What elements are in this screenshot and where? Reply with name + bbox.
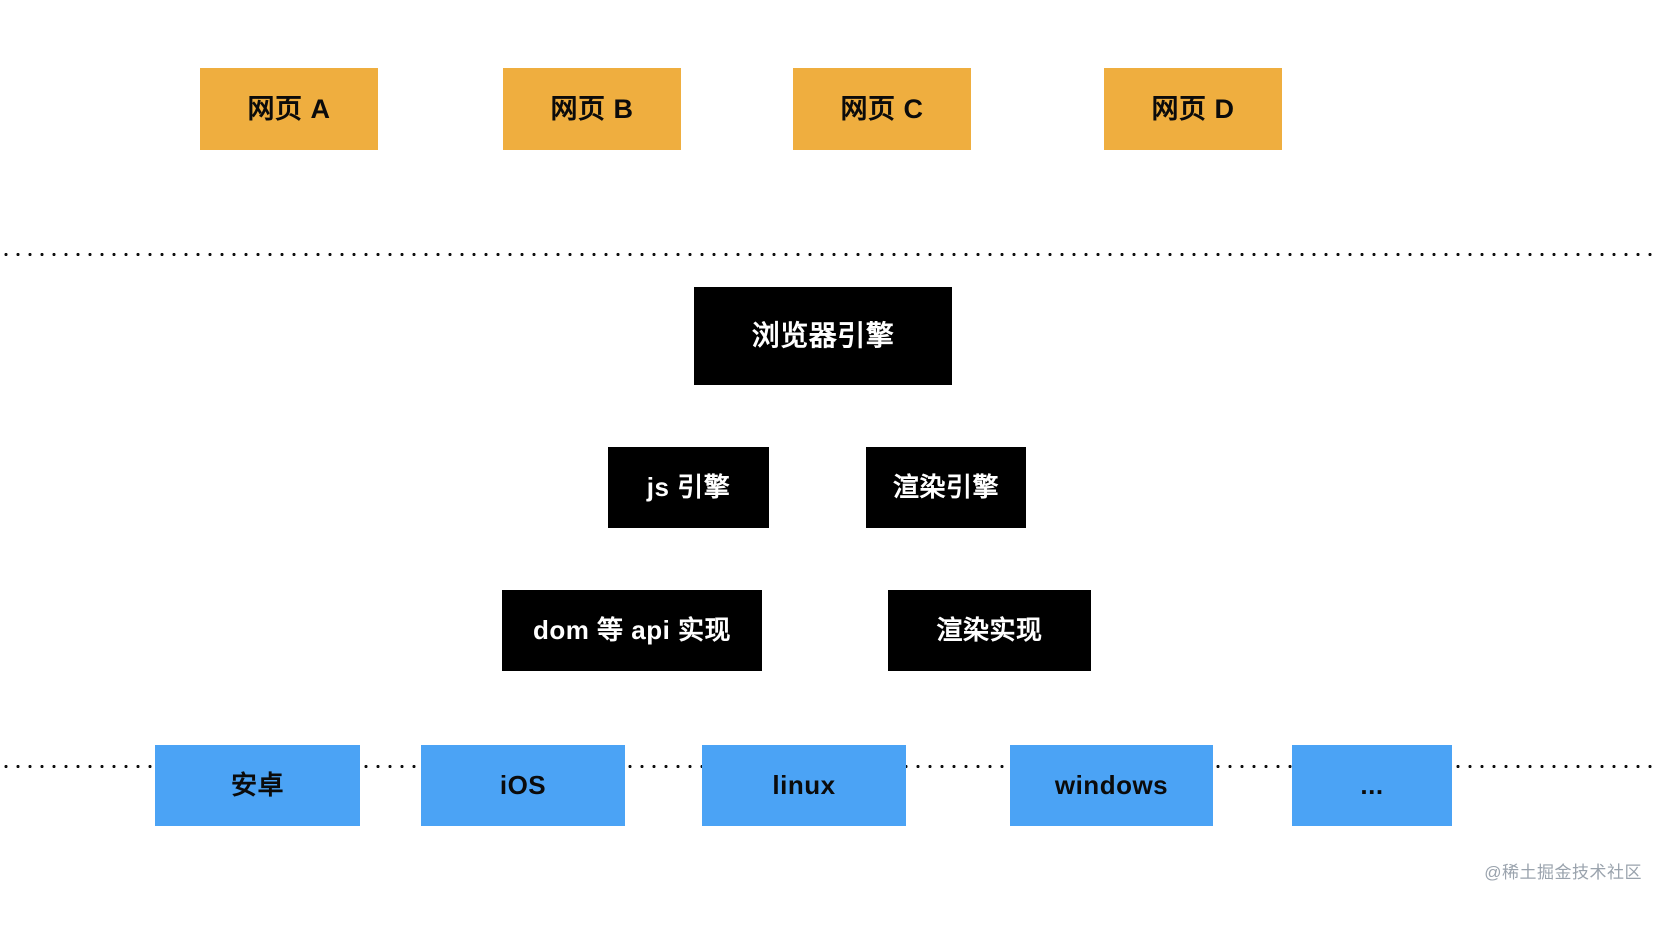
node-render-impl: 渲染实现: [888, 590, 1091, 671]
node-label: 安卓: [230, 769, 284, 800]
node-label: 渲染引擎: [892, 471, 999, 502]
node-web-page-d: 网页 D: [1104, 68, 1282, 150]
node-label: 网页 C: [840, 93, 924, 124]
node-os-more: ...: [1292, 745, 1452, 826]
node-js-engine: js 引擎: [608, 447, 769, 528]
node-label: js 引擎: [646, 471, 731, 502]
node-label: iOS: [499, 769, 547, 800]
node-web-page-a: 网页 A: [200, 68, 378, 150]
node-os-windows: windows: [1010, 745, 1213, 826]
node-render-engine: 渲染引擎: [866, 447, 1026, 528]
node-web-page-b: 网页 B: [503, 68, 681, 150]
node-os-ios: iOS: [421, 745, 625, 826]
node-label: 浏览器引擎: [751, 320, 895, 352]
node-os-linux: linux: [702, 745, 906, 826]
node-label: 网页 B: [550, 93, 634, 124]
node-label: linux: [772, 769, 836, 800]
node-label: 渲染实现: [936, 614, 1043, 645]
node-label: dom 等 api 实现: [532, 614, 732, 645]
separator-top-dotted-line: [0, 252, 1656, 257]
node-dom-api-impl: dom 等 api 实现: [502, 590, 762, 671]
node-label: 网页 A: [247, 93, 331, 124]
node-browser-engine: 浏览器引擎: [694, 287, 952, 385]
node-web-page-c: 网页 C: [793, 68, 971, 150]
node-label: ...: [1360, 769, 1384, 800]
node-label: windows: [1054, 769, 1169, 800]
node-os-android: 安卓: [155, 745, 360, 826]
watermark-label: @稀土掘金技术社区: [1484, 863, 1642, 882]
node-label: 网页 D: [1151, 93, 1235, 124]
